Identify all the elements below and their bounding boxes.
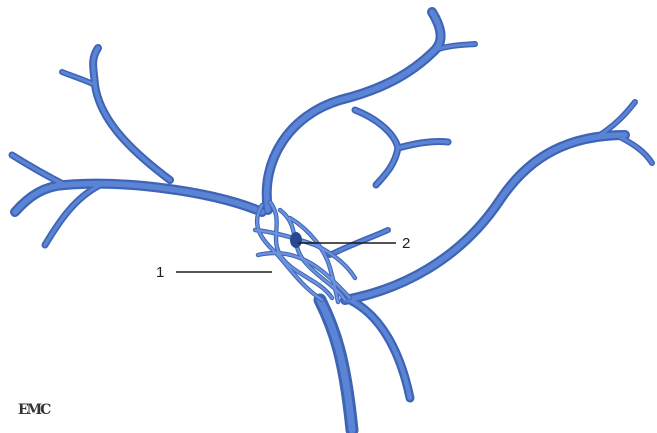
left-arm bbox=[15, 184, 262, 212]
vessel-outlines bbox=[12, 12, 652, 430]
right-arm bbox=[345, 135, 625, 300]
left-upper-branch bbox=[93, 48, 170, 180]
publisher-logo: EMC bbox=[18, 402, 51, 418]
mid-upper-branch bbox=[355, 110, 448, 148]
lower-branch-outline bbox=[350, 300, 410, 398]
vessel-cores bbox=[12, 12, 652, 430]
central-node bbox=[290, 232, 302, 248]
left-arm-tip bbox=[12, 155, 65, 185]
label-1: 1 bbox=[156, 264, 164, 281]
left-lower-branch-outline bbox=[45, 185, 100, 245]
lower-branch bbox=[350, 300, 410, 398]
plexus-strand-f bbox=[290, 218, 338, 302]
label-2: 2 bbox=[402, 235, 410, 252]
plexus-strand-f-outline bbox=[290, 218, 338, 302]
